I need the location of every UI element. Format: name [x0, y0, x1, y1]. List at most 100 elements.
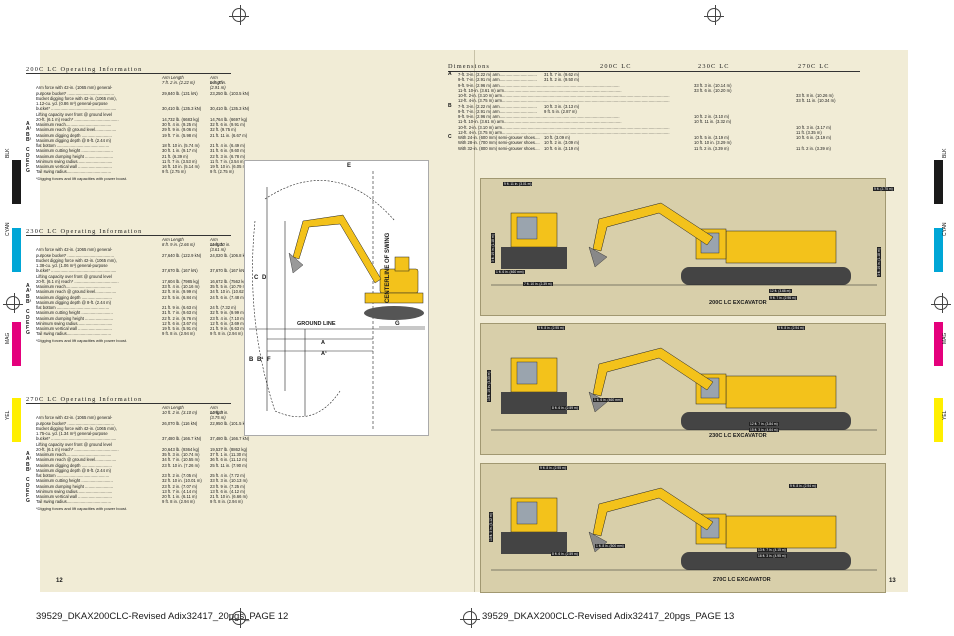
spec-row: 20-ft. (6.1 m) reach* ..................… — [26, 446, 247, 452]
dimension-tag: 9 ft. 8 in. (2.95 m) — [539, 466, 567, 471]
working-range-drawing — [249, 171, 425, 429]
dimension-tag: 3 ft. 10 in. (1.18 m) — [491, 233, 496, 263]
spec-label: 1.75-cu. yd. (1.34 m³) general-purpose — [36, 431, 108, 436]
spec-row: 20-ft. (6.1 m) reach* ..................… — [26, 279, 247, 284]
excavator-side-drawing — [491, 347, 877, 431]
spec-label: Maximum reach...........................… — [36, 284, 112, 289]
spec-value-long-arm: 23,250 lb. (103.5 kN) — [210, 90, 250, 96]
spec-value-long-arm: 22,950 lb. (101.5 kN) — [210, 420, 250, 426]
column-head-2: Arm Length — [210, 75, 223, 86]
dimension-description: 7-ft. 3-in. (2.22 m) arm................… — [458, 72, 537, 77]
spec-value-long-arm: 11 ft. 7 in. (3.54 m) — [210, 158, 245, 164]
dimension-description: 12-ft. 4-in. (3.75 m) arm...............… — [458, 129, 670, 135]
dimension-description: 11-ft. 10-in. (3.61 m) arm..............… — [458, 119, 622, 125]
dimension-200c: 10 ft. (3.09 m) — [544, 135, 571, 140]
spec-value-short-arm: 20,643 lb. (9364 kg) — [162, 446, 200, 452]
spec-letter: A¹ — [26, 126, 32, 133]
dimensions-header-200c: 200C LC — [600, 63, 632, 70]
spec-label: Arm force with 42-in. (1065 mm) general- — [36, 247, 113, 253]
spec-letter: E — [26, 487, 30, 494]
dimension-tag: 3 ft. 10 in. (1.18 m) — [877, 247, 882, 277]
spec-label: purpose bucket* ........................… — [36, 252, 114, 258]
dimension-tag: 9 ft. 8 in. (2.94 m) — [777, 326, 805, 331]
spec-label: Maximum dumping height .................… — [36, 483, 114, 489]
color-bar-magenta-right — [934, 322, 943, 366]
spec-row: 1.38-cu. yd. (1.06 m³) general-purpose — [26, 263, 231, 268]
spec-value-short-arm: 14,732 lb. (6683 kg) — [162, 116, 200, 122]
dimensions-row: 9-ft. 7-in. (2.91 m) arm................… — [448, 109, 860, 114]
section-title: 230C LC Operating Information — [26, 228, 231, 237]
spec-row: Bucket digging force with 42-in. (1065 m… — [26, 258, 231, 263]
side-view-upper-structure — [725, 515, 837, 549]
spec-label: Arm force with 42-in. (1065 mm) general- — [36, 85, 113, 91]
dimension-230c: 33 ft. 6 in. (10.20 m) — [694, 87, 732, 93]
spec-label: Maximum vertical wall ..................… — [36, 326, 112, 331]
page-gutter — [474, 50, 475, 592]
spec-value-long-arm: 30,410 lb. (135.3 kN) — [210, 106, 250, 112]
dimensions-row: 11-ft. 10-in. (3.61 m) arm..............… — [448, 88, 860, 93]
spec-label: Maximum reach @ ground level............… — [36, 289, 117, 295]
spec-row: Lifting capacity over front @ ground lev… — [26, 112, 231, 117]
footer-slug-right: 39529_DKAX200CLC-Revised Adix32417_20pgs… — [482, 611, 735, 622]
spec-label: Tail swing radius.......................… — [36, 499, 111, 505]
spec-row: flat bottom ............................… — [26, 143, 245, 148]
spec-label: Minimum swing radius....................… — [36, 320, 113, 326]
spec-label: 20-ft. (6.1 m) reach* ..................… — [36, 446, 119, 452]
spec-row: Lifting capacity over front @ ground lev… — [26, 442, 231, 447]
dimension-tag: 16 ft. 3 in. (4.95 m) — [757, 554, 787, 559]
excavator-model-label: 200C LC EXCAVATOR — [709, 300, 767, 306]
spec-row: bucket* ................................… — [26, 106, 249, 111]
dimensions-row: With 28-in. (700 mm) semi-grouser shoes.… — [448, 140, 860, 145]
section-footnote: *Digging forces and lift capacities with… — [36, 337, 128, 343]
spec-letter: A — [26, 283, 30, 289]
spec-value-long-arm: 22 ft. 3 in. (6.78 m) — [210, 153, 246, 159]
side-label-yel-left: YEL — [5, 410, 11, 420]
dimension-tag: 9 ft. 8 in. (2.94 m) — [789, 484, 817, 489]
spec-value-long-arm: 9 ft. (2.75 m) — [210, 169, 234, 175]
section-title: 200C LC Operating Information — [26, 66, 231, 75]
dimension-270c: 33 ft. 8 in. (10.26 m) — [796, 93, 834, 98]
side-view-upper-structure — [725, 375, 837, 409]
spec-value-long-arm: 24 ft. 6 in. (7.48 m) — [210, 294, 246, 300]
spec-label: 1.12-cu. yd. (0.86 m³) general-purpose — [36, 101, 108, 106]
spec-row: flat bottom ............................… — [26, 473, 245, 478]
spec-letter: F — [26, 325, 30, 331]
dimensions-row: 12-ft. 4-in. (3.75 m) arm...............… — [448, 130, 860, 135]
side-view-bucket — [588, 246, 608, 268]
dimension-tag: 10 ft. 3 in. (3.12 m) — [489, 512, 494, 542]
dimension-270c: 33 ft. 11 in. (10.34 m) — [796, 98, 836, 104]
spec-letter: C — [26, 477, 30, 484]
dimension-description: 11-ft. 10-in. (3.61 m) arm..............… — [458, 87, 622, 93]
dimension-230c: 11 ft. 2 in. (3.39 m) — [694, 145, 729, 151]
spec-letter: B¹ — [26, 136, 32, 143]
spec-value-short-arm: 16 ft. 10 in. (5.14 m) — [162, 164, 200, 169]
front-view-tracks — [501, 532, 567, 554]
spec-label: Lifting capacity over front @ ground lev… — [36, 111, 112, 117]
dimension-270c: 10 ft. 6 in. (3.19 m) — [796, 135, 832, 140]
spec-label: Minimum swing radius....................… — [36, 488, 113, 494]
left-page-number: 12 — [56, 578, 63, 584]
spec-label: Maximum dumping height .................… — [36, 315, 114, 321]
spec-label: Maximum vertical wall ..................… — [36, 164, 112, 169]
spec-value-short-arm: 30 ft. 4 in. (9.25 m) — [162, 122, 198, 127]
spec-label: Maximum reach...........................… — [36, 122, 112, 127]
side-label-mag-left: MAG — [5, 332, 11, 344]
dimension-200c: 9 ft. 5 in. (2.87 m) — [544, 108, 577, 114]
dimension-tag: 15 ft. 3 in. (4.64 m) — [749, 428, 779, 433]
column-head-2: Arm Length — [210, 237, 223, 248]
dimension-letter: B — [448, 102, 452, 109]
spec-letter: C — [26, 147, 30, 154]
spec-row: F Maximum vertical wall .................… — [26, 325, 245, 331]
spec-value-long-arm: 32 ft. 6 in. (9.91 m) — [210, 122, 246, 127]
diagram-label-b: B — [249, 357, 254, 363]
spec-value-short-arm: 29,840 lb. (131 kN) — [162, 90, 198, 96]
side-label-cyan-left: CYAN — [5, 222, 11, 236]
color-bar-black-left — [12, 160, 21, 204]
centerline-of-swing-label: CENTERLINE OF SWING — [385, 232, 391, 303]
dimension-description: 9-ft. 7-in. (2.91 m) arm................… — [458, 108, 537, 114]
